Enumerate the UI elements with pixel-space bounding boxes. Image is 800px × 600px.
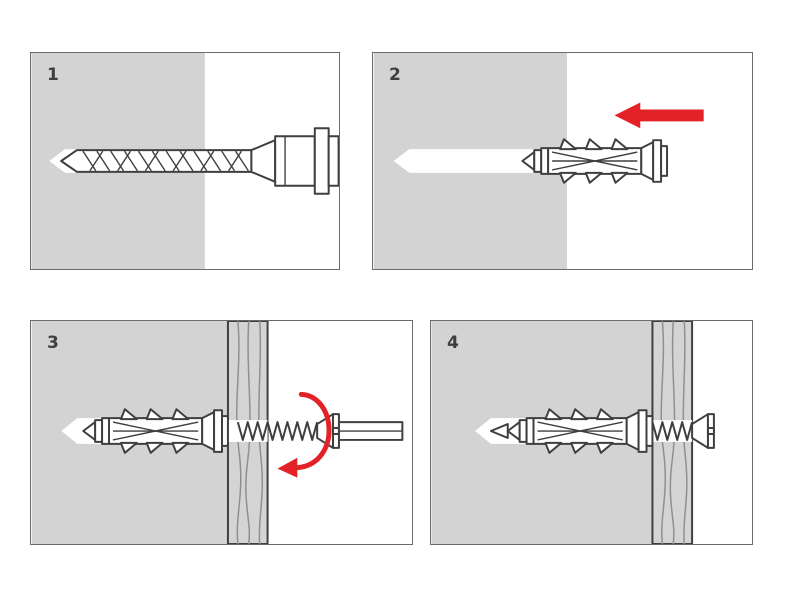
step-number: 3 (47, 333, 59, 353)
step-panel-2: 2 (372, 52, 753, 270)
drill-chuck-icon (250, 127, 339, 195)
step-4-illustration (431, 321, 715, 544)
rotate-clockwise-arrow-icon (277, 391, 332, 478)
screwdriver-shaft-icon (337, 421, 404, 441)
drill-bit-icon (60, 149, 253, 173)
step-3-illustration (31, 321, 404, 544)
step-1-illustration (31, 53, 339, 269)
step-2-illustration (373, 53, 704, 269)
screw-head-icon (691, 413, 715, 449)
push-direction-arrow-icon (614, 102, 704, 129)
step-number: 1 (47, 65, 59, 85)
drilled-hole (393, 149, 567, 173)
step-number: 2 (389, 65, 401, 85)
step-panel-3: 3 (30, 320, 413, 545)
step-number: 4 (447, 333, 459, 353)
step-panel-1: 1 (30, 52, 340, 270)
step-panel-4: 4 (430, 320, 753, 545)
